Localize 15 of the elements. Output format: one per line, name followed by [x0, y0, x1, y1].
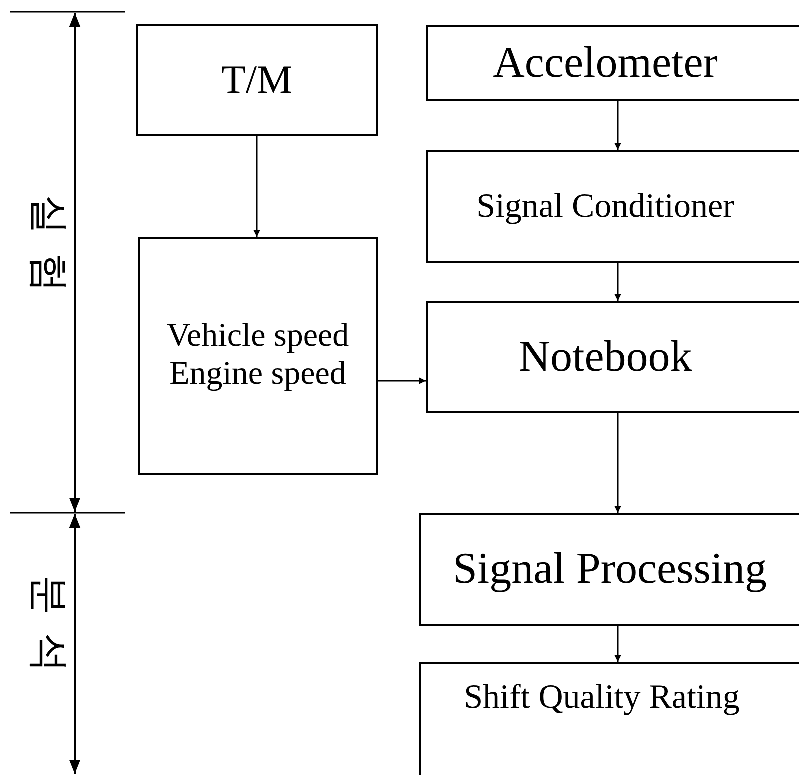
- process-box: Shift Quality Rating: [419, 662, 799, 775]
- process-box: Vehicle speed Engine speed: [138, 237, 378, 475]
- arrow: [614, 626, 622, 662]
- arrow: [378, 378, 426, 384]
- arrow: [614, 101, 622, 150]
- process-box: Accelometer: [426, 25, 799, 101]
- arrow: [254, 136, 260, 237]
- arrow: [614, 263, 622, 301]
- process-box: Notebook: [426, 301, 799, 413]
- process-box: Signal Processing: [419, 513, 799, 626]
- section-label: 분석: [25, 575, 73, 691]
- arrow: [614, 413, 622, 513]
- process-box: T/M: [136, 24, 378, 136]
- process-box: Signal Conditioner: [426, 150, 799, 263]
- section-label: 실험: [25, 195, 73, 311]
